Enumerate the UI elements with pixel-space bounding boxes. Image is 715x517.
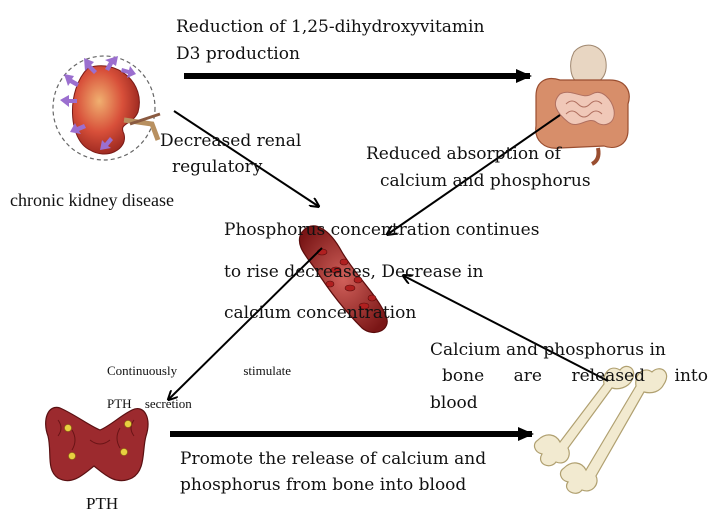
- stimulation-word-pth: PTH: [107, 396, 132, 411]
- blood-concentration-label-line2: to rise decreases, Decrease in: [224, 259, 483, 285]
- promote-release-label-line2: phosphorus from bone into blood: [180, 472, 466, 498]
- absorption-label-line1: Reduced absorption of: [366, 141, 561, 167]
- bone-release-label-line2: bone are released into: [430, 363, 708, 389]
- pth-stimulation-label-line1: Continuously stimulate: [107, 362, 291, 380]
- kidney-disease-label: chronic kidney disease: [10, 187, 174, 213]
- bone-release-word-into: into: [675, 363, 708, 389]
- bone-release-label-line1: Calcium and phosphorus in: [430, 337, 666, 363]
- bone-release-word-bone: bone: [442, 363, 484, 389]
- bone-release-label-line3: blood: [430, 390, 478, 416]
- stimulation-word-continuously: Continuously: [107, 362, 177, 380]
- vitamin-d-label-line2: D3 production: [176, 41, 300, 67]
- blood-concentration-label-line3: calcium concentration: [224, 300, 416, 326]
- stimulation-word-secretion: secretion: [145, 396, 192, 411]
- vitamin-d-label-line1: Reduction of 1,25-dihydroxyvitamin: [176, 14, 484, 40]
- parathyroid-illustration: [46, 407, 148, 480]
- promote-release-label-line1: Promote the release of calcium and: [180, 446, 486, 472]
- renal-regulation-label-line2: regulatory: [172, 154, 262, 180]
- absorption-label-line2: calcium and phosphorus: [380, 168, 591, 194]
- pth-label: PTH: [86, 491, 118, 517]
- stimulation-word-stimulate: stimulate: [243, 362, 291, 380]
- bone-release-word-released: released: [572, 363, 646, 389]
- blood-concentration-label-line1: Phosphorus concentration continues: [224, 217, 539, 243]
- renal-regulation-label-line1: Decreased renal: [160, 128, 301, 154]
- bone-release-word-are: are: [514, 363, 542, 389]
- kidney-illustration: [53, 56, 160, 160]
- pth-stimulation-label-line2: PTH secretion: [107, 395, 192, 413]
